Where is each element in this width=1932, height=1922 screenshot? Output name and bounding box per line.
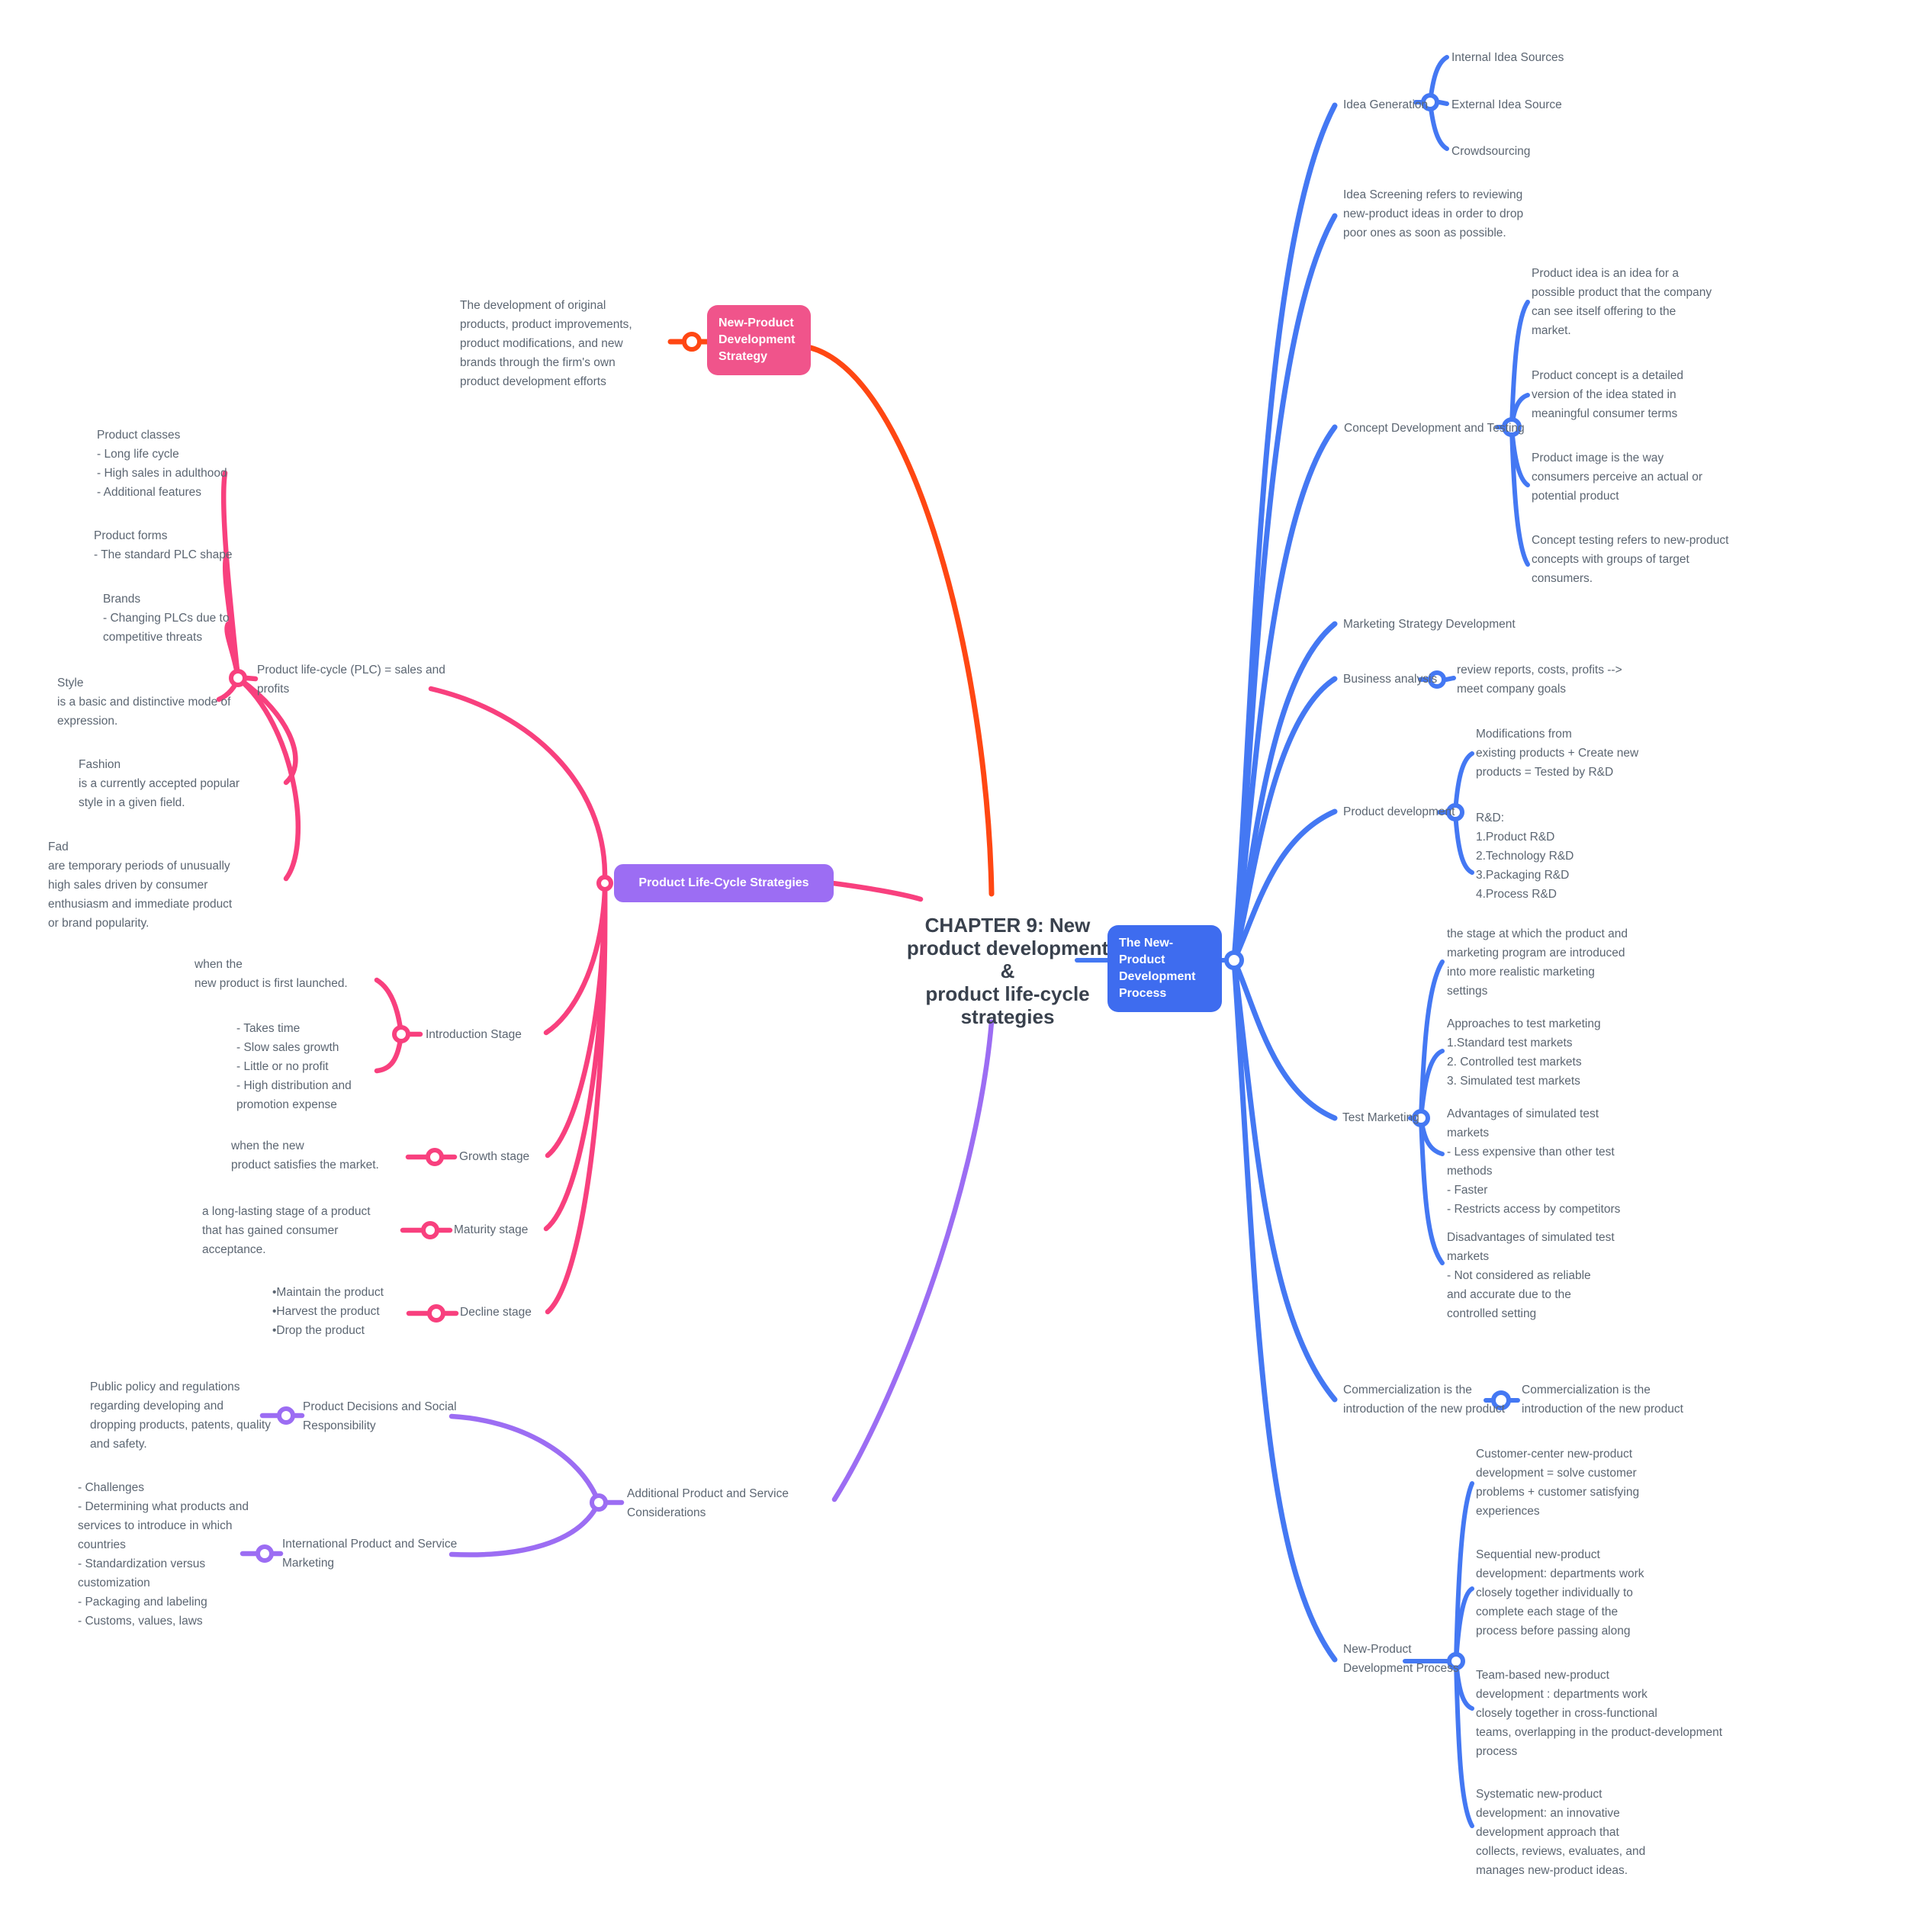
plc-brands[interactable]: Brands - Changing PLCs due to competitiv… <box>103 593 230 644</box>
pink-branch-lines <box>216 470 924 1316</box>
business-analysis-label[interactable]: Business analysis <box>1343 673 1438 686</box>
plc-definition[interactable]: Product life-cycle (PLC) = sales and pro… <box>257 664 445 696</box>
blue-branch-dots <box>1224 93 1522 1670</box>
maturity-description[interactable]: a long-lasting stage of a product that h… <box>202 1205 371 1256</box>
node-new-product-development-strategy[interactable]: New-Product Development Strategy <box>707 305 811 375</box>
maturity-stage-label[interactable]: Maturity stage <box>454 1223 529 1236</box>
international-marketing-description[interactable]: - Challenges - Determining what products… <box>78 1481 249 1628</box>
node-product-life-cycle-strategies[interactable]: Product Life-Cycle Strategies <box>614 864 834 902</box>
business-analysis-description[interactable]: review reports, costs, profits --> meet … <box>1457 664 1622 696</box>
international-marketing-label[interactable]: International Product and Service Market… <box>282 1538 458 1570</box>
decline-points[interactable]: •Maintain the product •Harvest the produ… <box>272 1286 384 1337</box>
commercialization-label[interactable]: Commercialization is the introduction of… <box>1343 1384 1505 1416</box>
npdp-customer[interactable]: Customer-center new-product development … <box>1476 1448 1640 1518</box>
plc-product-classes[interactable]: Product classes - Long life cycle - High… <box>97 429 227 499</box>
test-marketing-disadvantages[interactable]: Disadvantages of simulated test markets … <box>1447 1231 1615 1320</box>
blue-branch-lines <box>1231 102 1338 1663</box>
pink-branch-dots <box>229 669 613 1323</box>
decline-stage-label[interactable]: Decline stage <box>460 1306 532 1319</box>
product-development-modifications[interactable]: Modifications from existing products + C… <box>1476 728 1639 779</box>
concept-product-image[interactable]: Product image is the way consumers perce… <box>1532 452 1703 503</box>
introduction-points[interactable]: - Takes time - Slow sales growth - Littl… <box>236 1022 352 1111</box>
idea-source-internal[interactable]: Internal Idea Sources <box>1451 51 1564 64</box>
product-decisions-label[interactable]: Product Decisions and Social Responsibil… <box>303 1400 457 1432</box>
purple-branch-dots <box>256 1406 608 1563</box>
introduction-when[interactable]: when the new product is first launched. <box>194 958 348 990</box>
concept-product-idea[interactable]: Product idea is an idea for a possible p… <box>1532 267 1712 337</box>
idea-source-external[interactable]: External Idea Source <box>1451 98 1562 111</box>
node-new-product-development-process[interactable]: The New-Product Development Process <box>1107 925 1222 1012</box>
concept-product-concept[interactable]: Product concept is a detailed version of… <box>1532 369 1684 420</box>
orange-branch-lines <box>667 339 995 897</box>
introduction-stage-label[interactable]: Introduction Stage <box>426 1028 522 1041</box>
plc-fad[interactable]: Fad are temporary periods of unusually h… <box>48 840 233 930</box>
idea-screening-text[interactable]: Idea Screening refers to reviewing new-p… <box>1343 188 1524 239</box>
growth-stage-label[interactable]: Growth stage <box>459 1150 530 1163</box>
product-development-label[interactable]: Product development <box>1343 805 1455 818</box>
growth-when[interactable]: when the new product satisfies the marke… <box>231 1139 379 1172</box>
center-title[interactable]: CHAPTER 9: New product development & pro… <box>906 914 1109 1028</box>
idea-source-crowdsourcing[interactable]: Crowdsourcing <box>1451 145 1531 158</box>
product-decisions-description[interactable]: Public policy and regulations regarding … <box>90 1380 271 1451</box>
product-development-rnd[interactable]: R&D: 1.Product R&D 2.Technology R&D 3.Pa… <box>1476 812 1574 901</box>
strategy-description[interactable]: The development of original products, pr… <box>460 299 632 388</box>
marketing-strategy-label[interactable]: Marketing Strategy Development <box>1343 618 1516 631</box>
concept-testing-text[interactable]: Concept testing refers to new-product co… <box>1532 534 1729 585</box>
test-marketing-stage[interactable]: the stage at which the product and marke… <box>1447 927 1628 998</box>
test-marketing-advantages[interactable]: Advantages of simulated test markets - L… <box>1447 1107 1621 1216</box>
npdp-systematic[interactable]: Systematic new-product development: an i… <box>1476 1788 1646 1877</box>
commercialization-description[interactable]: Commercialization is the introduction of… <box>1522 1384 1683 1416</box>
plc-fashion[interactable]: Fashion is a currently accepted popular … <box>79 758 240 809</box>
npdp-team[interactable]: Team-based new-product development : dep… <box>1476 1669 1723 1758</box>
test-marketing-approaches[interactable]: Approaches to test marketing 1.Standard … <box>1447 1017 1601 1088</box>
npdp-sequential[interactable]: Sequential new-product development: depa… <box>1476 1548 1644 1638</box>
purple-branch-lines <box>239 1019 995 1557</box>
npdp-label[interactable]: New-Product Development Process <box>1343 1643 1459 1675</box>
plc-product-forms[interactable]: Product forms - The standard PLC shape <box>94 529 233 561</box>
additional-considerations-label[interactable]: Additional Product and Service Considera… <box>627 1487 789 1519</box>
blue-sub-lines <box>1075 55 1530 1828</box>
plc-style[interactable]: Style is a basic and distinctive mode of… <box>57 677 231 728</box>
idea-generation-label[interactable]: Idea Generation <box>1343 98 1429 111</box>
orange-branch-dot <box>682 332 702 352</box>
test-marketing-label[interactable]: Test Marketing <box>1342 1111 1419 1124</box>
concept-development-label[interactable]: Concept Development and Testing <box>1344 422 1525 435</box>
